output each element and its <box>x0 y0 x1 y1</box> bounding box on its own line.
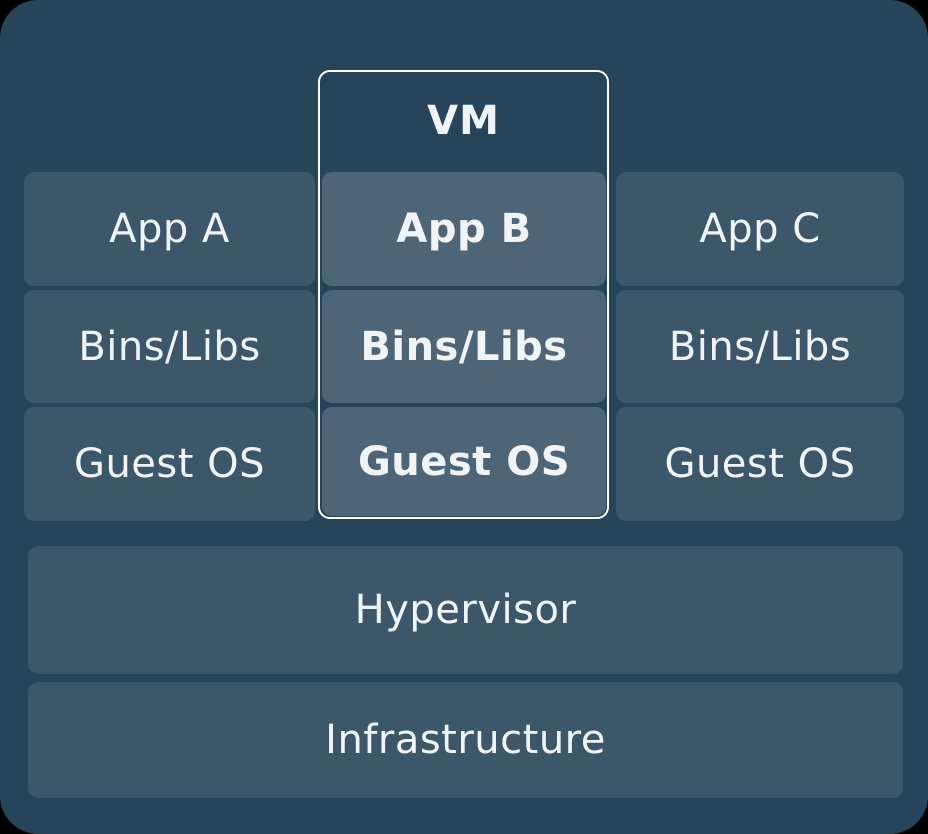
box-bins-libs-right-label: Bins/Libs <box>668 323 852 370</box>
box-bins-libs-left: Bins/Libs <box>24 290 315 403</box>
box-app-c-label: App C <box>699 206 821 252</box>
box-guest-os-left: Guest OS <box>24 407 315 521</box>
box-app-c: App C <box>616 172 904 286</box>
box-guest-os-middle: Guest OS <box>322 407 606 516</box>
box-app-a: App A <box>24 172 315 286</box>
box-bins-libs-middle: Bins/Libs <box>322 290 606 403</box>
hypervisor-label: Hypervisor <box>354 587 577 633</box>
box-app-b: App B <box>322 172 606 286</box>
box-guest-os-right-label: Guest OS <box>664 441 856 487</box>
box-bins-libs-left-label: Bins/Libs <box>78 323 261 370</box>
hypervisor-bar: Hypervisor <box>28 546 903 674</box>
box-app-a-label: App A <box>109 206 230 252</box>
infrastructure-bar: Infrastructure <box>28 682 903 798</box>
vm-label: VM <box>427 98 500 144</box>
box-guest-os-left-label: Guest OS <box>73 441 266 487</box>
box-bins-libs-right: Bins/Libs <box>616 290 904 403</box>
box-guest-os-middle-label: Guest OS <box>357 438 571 485</box>
box-app-b-label: App B <box>396 206 532 252</box>
box-guest-os-right: Guest OS <box>616 407 904 521</box>
infrastructure-label: Infrastructure <box>325 717 606 763</box>
box-bins-libs-middle-label: Bins/Libs <box>360 323 568 370</box>
vm-outline-box <box>318 70 609 519</box>
